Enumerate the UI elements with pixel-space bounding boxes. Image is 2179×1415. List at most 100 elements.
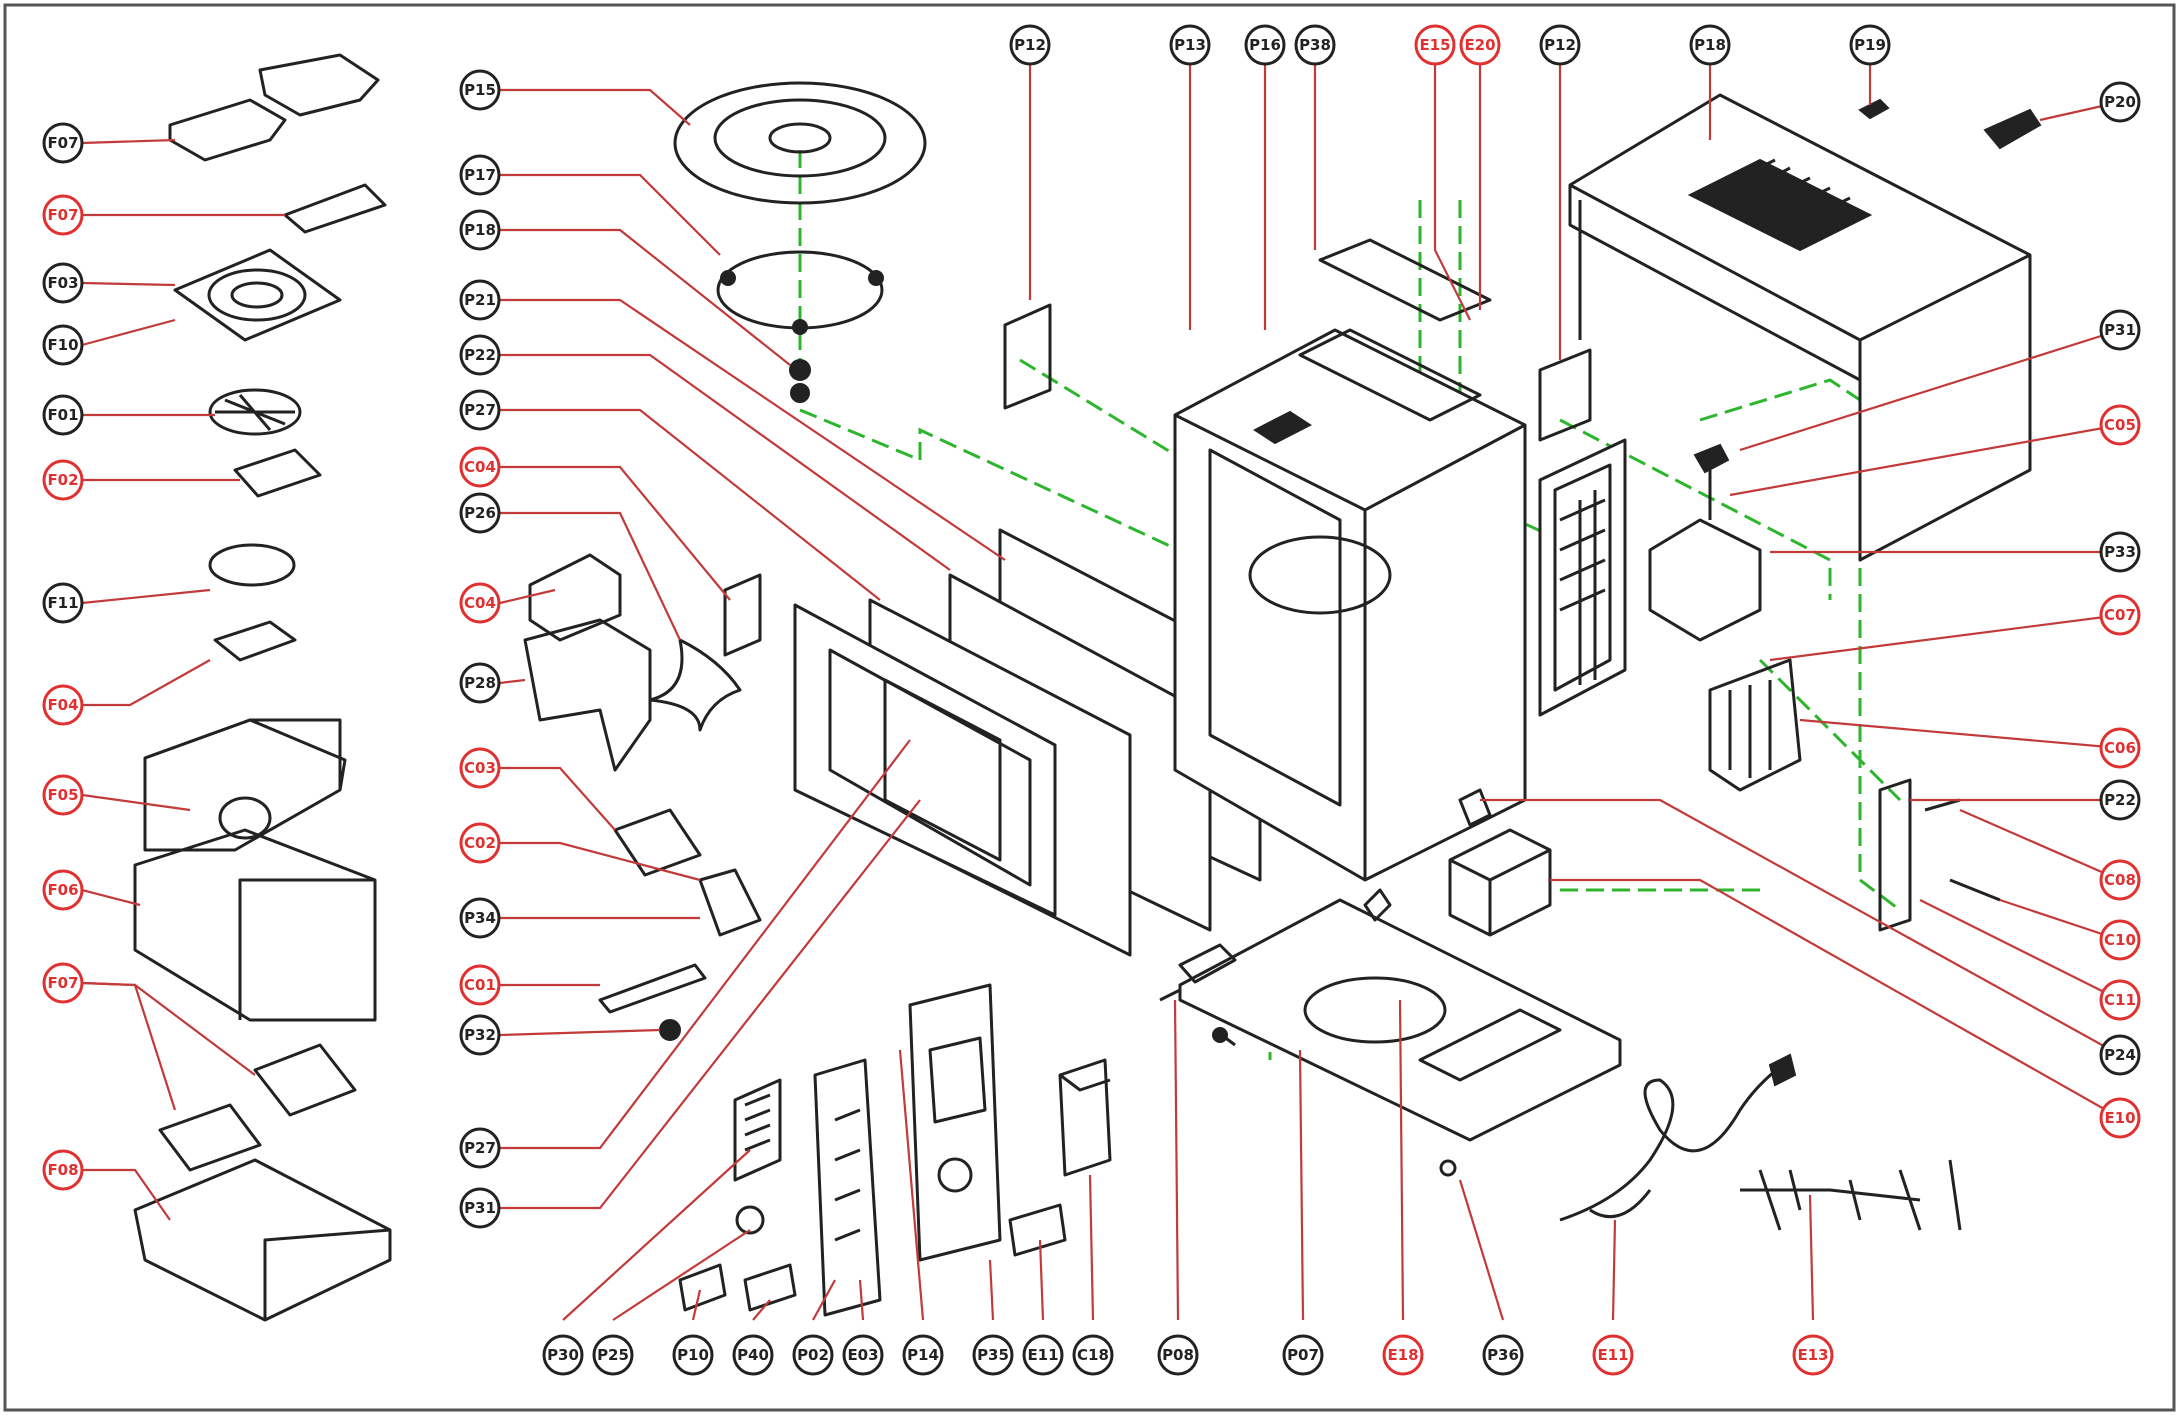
callout-label: P27 (464, 401, 496, 419)
callout-f06: F06 (42, 869, 84, 911)
callout-label: P12 (1014, 36, 1046, 54)
callout-bubble (42, 869, 84, 911)
callout-label: P30 (547, 1346, 579, 1364)
callout-bubble (42, 459, 84, 501)
callout-label: F10 (47, 336, 78, 354)
callout-bubble (459, 964, 501, 1006)
callout-p25: P25 (592, 1334, 634, 1376)
callout-label: F07 (47, 134, 78, 152)
callout-label: P17 (464, 166, 496, 184)
callout-label: P13 (1174, 36, 1206, 54)
callout-label: P22 (464, 346, 496, 364)
callout-bubble (1539, 24, 1581, 66)
callout-label: C07 (2104, 606, 2136, 624)
callout-bubble (459, 1014, 501, 1056)
callout-bubble (2099, 531, 2141, 573)
callout-p13: P13 (1169, 24, 1211, 66)
callout-p18: P18 (459, 209, 501, 251)
callout-f07: F07 (42, 962, 84, 1004)
callout-bubble (459, 69, 501, 111)
callout-label: E15 (1419, 36, 1450, 54)
callout-bubble (42, 1149, 84, 1191)
callout-bubble (42, 262, 84, 304)
callout-label: P12 (1544, 36, 1576, 54)
callout-bubble (902, 1334, 944, 1376)
callout-label: P35 (977, 1346, 1009, 1364)
callout-bubble (2099, 1034, 2141, 1076)
callout-bubble (542, 1334, 584, 1376)
callout-p40: P40 (732, 1334, 774, 1376)
callout-bubble (1294, 24, 1336, 66)
callout-bubble (1157, 1334, 1199, 1376)
callout-bubble (1482, 1334, 1524, 1376)
callout-label: P24 (2104, 1046, 2136, 1064)
callout-label: P31 (464, 1199, 496, 1217)
callout-label: P21 (464, 291, 496, 309)
callout-bubble (42, 394, 84, 436)
callout-p02: P02 (792, 1334, 834, 1376)
callout-label: P14 (907, 1346, 939, 1364)
callout-label: P16 (1249, 36, 1281, 54)
callout-bubble (792, 1334, 834, 1376)
callout-bubbles: F07F07F03F10F01F02F11F04F05F06F07F08P15P… (42, 24, 2141, 1376)
callout-p30: P30 (542, 1334, 584, 1376)
callout-bubble (42, 582, 84, 624)
callout-c06: C06 (2099, 727, 2141, 769)
callout-label: F04 (47, 696, 78, 714)
callout-label: C04 (464, 458, 496, 476)
callout-f11: F11 (42, 582, 84, 624)
callout-label: C02 (464, 834, 496, 852)
callout-p35: P35 (972, 1334, 1014, 1376)
callout-bubble (732, 1334, 774, 1376)
callout-label: E11 (1027, 1346, 1058, 1364)
callout-c05: C05 (2099, 404, 2141, 446)
callout-label: P19 (1854, 36, 1886, 54)
callout-p20: P20 (2099, 81, 2141, 123)
callout-bubble (459, 897, 501, 939)
callout-p19: P19 (1849, 24, 1891, 66)
callout-bubble (1792, 1334, 1834, 1376)
callout-label: P18 (1694, 36, 1726, 54)
callout-f01: F01 (42, 394, 84, 436)
callout-p18: P18 (1689, 24, 1731, 66)
callout-label: P02 (797, 1346, 829, 1364)
callout-bubble (42, 962, 84, 1004)
callout-p12: P12 (1539, 24, 1581, 66)
callout-p07: P07 (1282, 1334, 1324, 1376)
callout-f07: F07 (42, 122, 84, 164)
callout-p08: P08 (1157, 1334, 1199, 1376)
callout-bubble (1414, 24, 1456, 66)
callout-bubble (459, 334, 501, 376)
callout-bubble (459, 662, 501, 704)
callout-label: F02 (47, 471, 78, 489)
callout-label: E13 (1797, 1346, 1828, 1364)
callout-bubble (2099, 919, 2141, 961)
callout-label: F07 (47, 206, 78, 224)
callout-e11: E11 (1592, 1334, 1634, 1376)
callout-bubble (459, 154, 501, 196)
callout-bubble (1849, 24, 1891, 66)
callout-bubble (459, 1127, 501, 1169)
callout-label: F06 (47, 881, 78, 899)
callout-p24: P24 (2099, 1034, 2141, 1076)
callout-f04: F04 (42, 684, 84, 726)
callout-p26: P26 (459, 492, 501, 534)
callout-bubble (2099, 309, 2141, 351)
callout-label: F11 (47, 594, 78, 612)
callout-f05: F05 (42, 774, 84, 816)
callout-bubble (2099, 727, 2141, 769)
callout-p16: P16 (1244, 24, 1286, 66)
callout-e15: E15 (1414, 24, 1456, 66)
callout-label: P31 (2104, 321, 2136, 339)
callout-e20: E20 (1459, 24, 1501, 66)
callout-label: P26 (464, 504, 496, 522)
callout-label: E10 (2104, 1109, 2135, 1127)
callout-c04: C04 (459, 582, 501, 624)
callout-e18: E18 (1382, 1334, 1424, 1376)
callout-bubble (459, 279, 501, 321)
callout-c01: C01 (459, 964, 501, 1006)
callout-p31: P31 (2099, 309, 2141, 351)
callout-bubble (459, 389, 501, 431)
callout-label: P18 (464, 221, 496, 239)
callout-f07: F07 (42, 194, 84, 236)
